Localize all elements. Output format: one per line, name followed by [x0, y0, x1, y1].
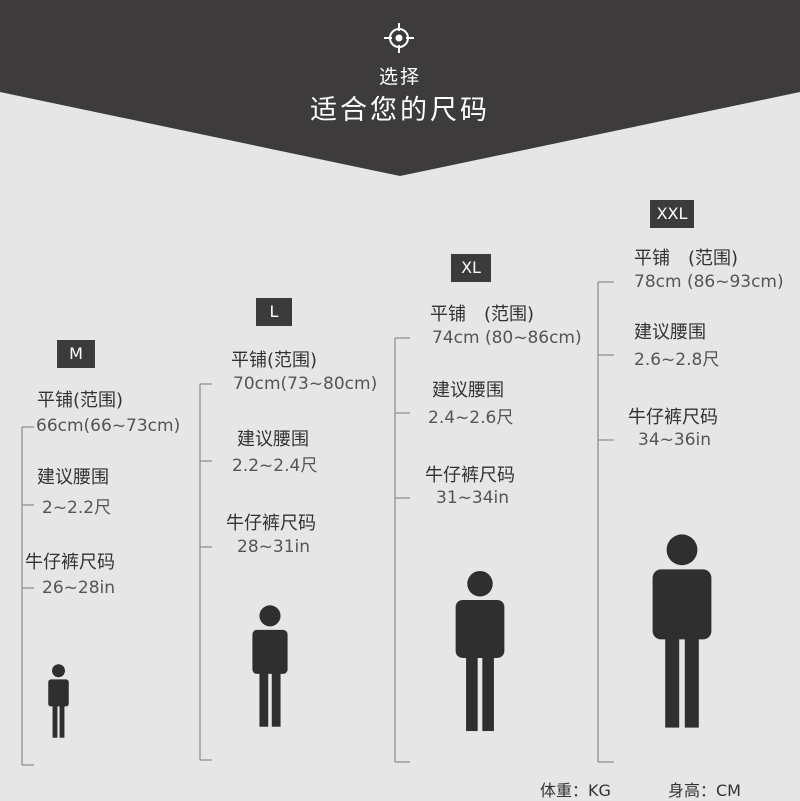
height-unit: 身高：CM — [668, 781, 741, 800]
jeans-value: 26~28in — [42, 578, 116, 598]
jeans-value: 28~31in — [237, 537, 311, 557]
weight-unit: 体重：KG — [540, 781, 611, 800]
flat-value: 74cm (80~86cm) — [432, 328, 582, 348]
waist-label: 建议腰围 — [237, 429, 309, 450]
person-icon — [652, 534, 712, 728]
waist-value: 2.2~2.4尺 — [232, 456, 318, 476]
flat-value: 78cm (86~93cm) — [634, 272, 784, 292]
jeans-value: 31~34in — [436, 488, 510, 508]
jeans-label: 牛仔裤尺码 — [25, 552, 115, 573]
person-icon — [252, 605, 288, 727]
waist-value: 2.4~2.6尺 — [428, 408, 514, 428]
waist-label: 建议腰围 — [37, 467, 109, 488]
size-badge: XXL — [650, 200, 694, 228]
header-banner — [0, 0, 800, 176]
size-badge: XL — [451, 254, 491, 282]
flat-value: 70cm(73~80cm) — [233, 374, 378, 394]
flat-label: 平铺 (范围) — [430, 304, 535, 325]
jeans-label: 牛仔裤尺码 — [425, 465, 515, 486]
jeans-label: 牛仔裤尺码 — [226, 513, 316, 534]
flat-value: 66cm(66~73cm) — [36, 416, 181, 436]
header-title: 适合您的尺码 — [310, 95, 490, 126]
jeans-value: 34~36in — [638, 430, 712, 450]
flat-label: 平铺(范围) — [37, 390, 124, 411]
person-icon — [455, 570, 505, 732]
waist-label: 建议腰围 — [432, 380, 504, 401]
waist-value: 2.6~2.8尺 — [634, 350, 720, 370]
header-subtitle: 选择 — [378, 66, 421, 88]
size-badge: M — [57, 340, 95, 368]
waist-label: 建议腰围 — [634, 322, 706, 343]
flat-label: 平铺 (范围) — [634, 248, 739, 269]
person-icon — [48, 664, 69, 738]
jeans-label: 牛仔裤尺码 — [628, 407, 718, 428]
target-icon — [384, 23, 414, 53]
size-badge: L — [256, 298, 292, 326]
waist-value: 2~2.2尺 — [42, 498, 112, 518]
flat-label: 平铺(范围) — [231, 350, 318, 371]
